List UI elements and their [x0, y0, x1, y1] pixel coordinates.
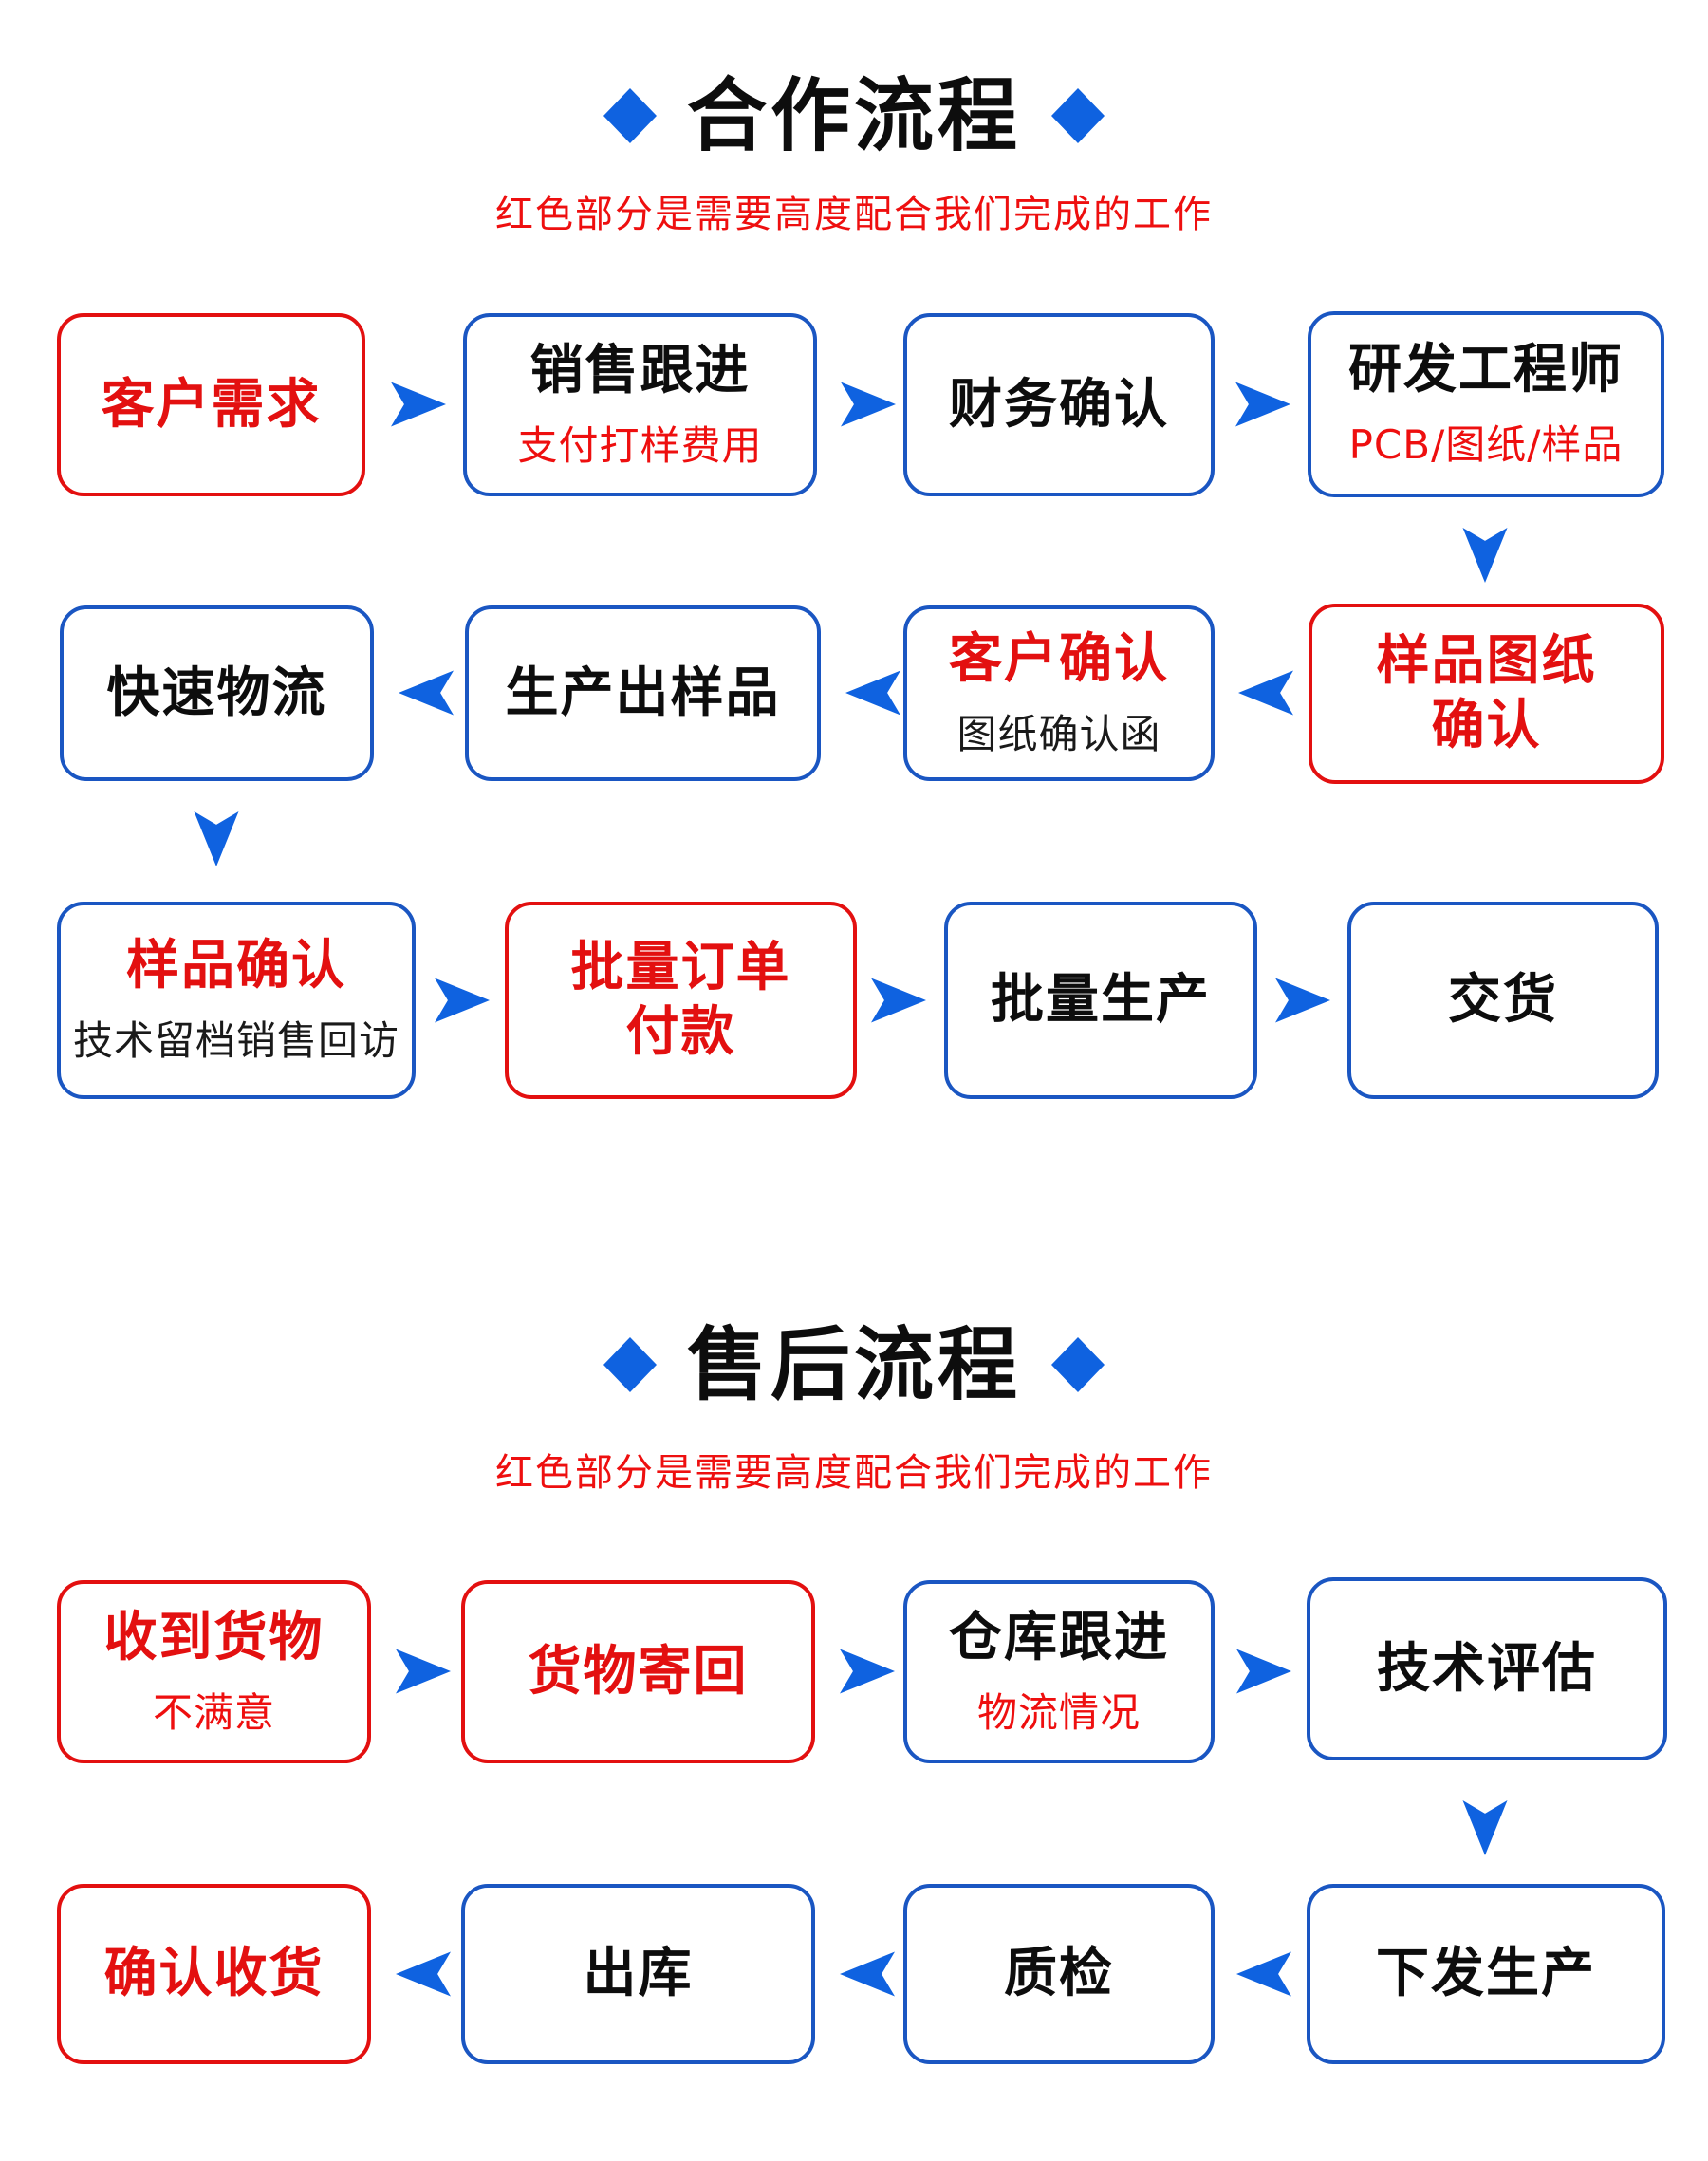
flow-box-sales-follow: 销售跟进 支付打样费用	[463, 313, 817, 496]
section2-subtitle: 红色部分是需要高度配合我们完成的工作	[495, 1451, 1213, 1495]
box-title: 研发工程师	[1348, 339, 1624, 401]
box-title-line2: 付款	[625, 1001, 736, 1063]
box-title-line2: 确认	[1431, 695, 1542, 756]
box-title: 质检	[1004, 1943, 1114, 2004]
flow-box-delivery: 交货	[1347, 902, 1659, 1099]
flow-box-receive-goods: 收到货物 不满意	[57, 1580, 371, 1763]
box-title-line1: 批量订单	[570, 937, 791, 998]
arrow-down-icon	[1462, 528, 1508, 583]
arrow-right-icon	[396, 1649, 451, 1694]
box-subtext: PCB/图纸/样品	[1348, 421, 1624, 468]
box-title: 样品确认	[126, 935, 346, 997]
diamond-icon	[603, 88, 657, 143]
box-subtext: 支付打样费用	[517, 421, 763, 469]
diamond-icon	[1051, 88, 1105, 143]
box-title: 货物寄回	[528, 1640, 749, 1703]
box-title-line1: 样品图纸	[1376, 630, 1597, 692]
section2-title: 售后流程	[0, 1325, 1708, 1405]
arrow-right-icon	[1275, 978, 1330, 1023]
box-title: 下发生产	[1376, 1943, 1596, 2004]
box-title: 交货	[1448, 969, 1558, 1031]
flow-box-outbound: 出库	[461, 1884, 815, 2064]
arrow-left-icon	[845, 670, 900, 716]
flow-box-warehouse-follow: 仓库跟进 物流情况	[903, 1580, 1215, 1763]
box-title: 快速物流	[106, 661, 327, 724]
arrow-right-icon	[871, 978, 926, 1023]
section1-title-text: 合作流程	[686, 69, 1021, 162]
flow-box-fast-logistics: 快速物流	[60, 605, 374, 781]
arrow-left-icon	[840, 1951, 895, 1997]
box-subtext: 不满意	[152, 1688, 275, 1736]
arrow-left-icon	[396, 1951, 451, 1997]
diamond-icon	[603, 1337, 657, 1392]
arrow-right-icon	[1235, 382, 1290, 427]
box-title: 出库	[583, 1943, 694, 2004]
flow-box-tech-evaluate: 技术评估	[1307, 1577, 1667, 1760]
arrow-down-icon	[194, 811, 239, 866]
diamond-icon	[1051, 1337, 1105, 1392]
flow-box-customer-need: 客户需求	[57, 313, 365, 496]
box-title: 收到货物	[103, 1606, 325, 1668]
arrow-right-icon	[435, 978, 490, 1023]
box-subtext: 技术留档销售回访	[72, 1017, 399, 1064]
box-title: 仓库跟进	[949, 1606, 1169, 1668]
box-title: 财务确认	[949, 373, 1169, 436]
arrow-right-icon	[1236, 1649, 1291, 1694]
flow-box-rd-engineer: 研发工程师 PCB/图纸/样品	[1308, 311, 1664, 497]
box-title: 客户确认	[949, 627, 1169, 690]
arrow-right-icon	[391, 382, 446, 427]
box-title: 确认收货	[103, 1943, 325, 2004]
arrow-down-icon	[1462, 1800, 1508, 1855]
arrow-left-icon	[1238, 670, 1293, 716]
section1-title: 合作流程	[0, 76, 1708, 156]
flow-box-finance-confirm: 财务确认	[903, 313, 1215, 496]
arrow-right-icon	[840, 1649, 895, 1694]
section2-title-text: 售后流程	[686, 1318, 1021, 1411]
section1-subtitle: 红色部分是需要高度配合我们完成的工作	[495, 193, 1213, 236]
box-title: 批量生产	[991, 969, 1211, 1031]
flow-box-customer-confirm: 客户确认 图纸确认函	[903, 605, 1215, 781]
flow-box-return-goods: 货物寄回	[461, 1580, 815, 1763]
box-title: 技术评估	[1377, 1637, 1597, 1700]
flow-box-bulk-order-payment: 批量订单 付款	[505, 902, 857, 1099]
flow-box-quality-check: 质检	[903, 1884, 1215, 2064]
flow-box-sample-drawing-confirm: 样品图纸 确认	[1309, 604, 1664, 784]
box-subtext: 图纸确认函	[956, 710, 1161, 757]
arrow-right-icon	[841, 382, 896, 427]
flow-box-issue-production: 下发生产	[1307, 1884, 1665, 2064]
arrow-left-icon	[1236, 1951, 1291, 1997]
flow-box-produce-sample: 生产出样品	[465, 605, 821, 781]
flow-box-confirm-receipt: 确认收货	[57, 1884, 371, 2064]
box-title: 客户需求	[101, 373, 322, 436]
flow-box-sample-confirm: 样品确认 技术留档销售回访	[57, 902, 416, 1099]
box-title: 生产出样品	[505, 661, 781, 724]
arrow-left-icon	[399, 670, 454, 716]
box-title: 销售跟进	[529, 339, 751, 401]
flow-box-bulk-production: 批量生产	[944, 902, 1257, 1099]
box-subtext: 物流情况	[976, 1688, 1141, 1736]
